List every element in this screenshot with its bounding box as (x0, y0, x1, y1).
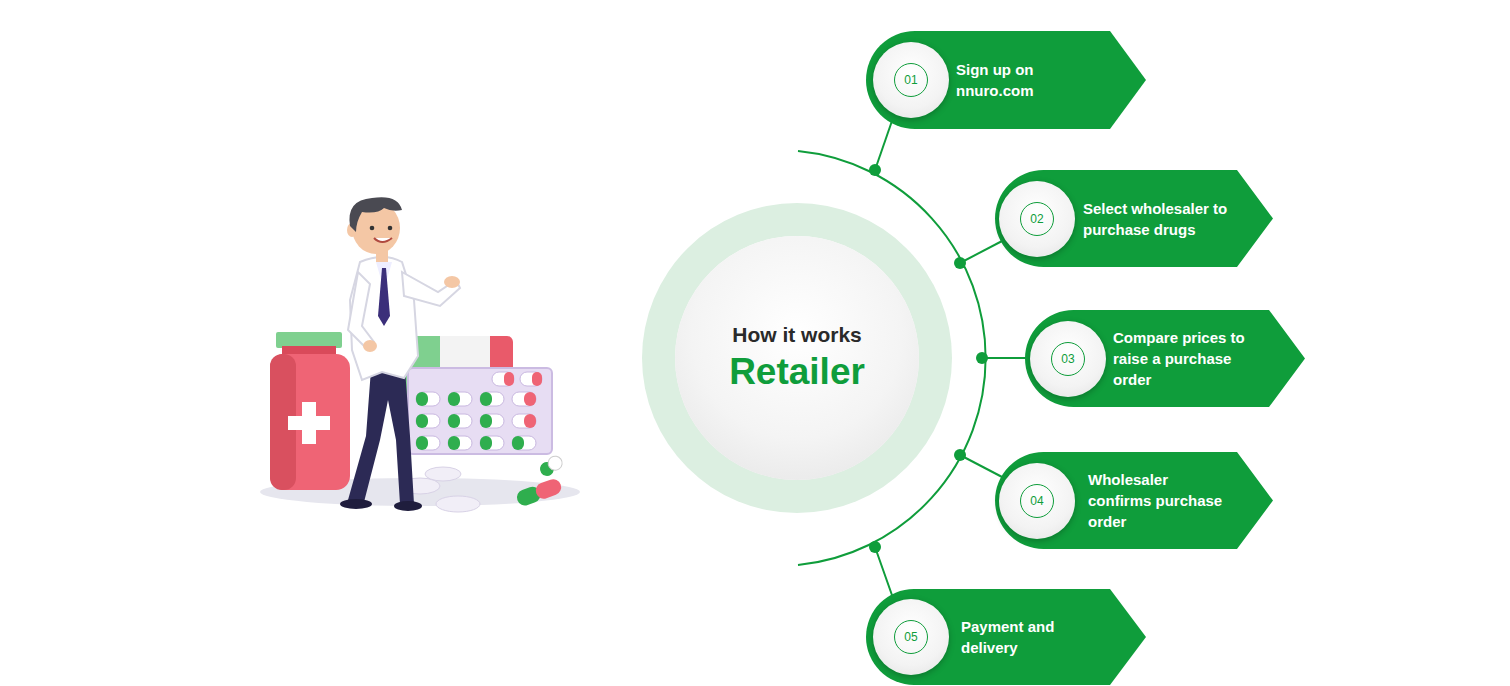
step-fill (1025, 310, 1305, 407)
pill (425, 467, 461, 481)
number-circle: 03 (1030, 321, 1106, 397)
pharmacist (340, 197, 460, 511)
number-circle: 04 (999, 463, 1075, 539)
step-text: Wholesaler confirms purchase order (1088, 469, 1231, 532)
capsule (537, 453, 565, 478)
callout-number: 04 (1030, 494, 1043, 508)
step-arrow: Compare prices to raise a purchase order… (1025, 310, 1305, 407)
blister-cells (416, 372, 542, 450)
step-fill (995, 452, 1273, 549)
step-text: Sign up on nnuro.com (956, 59, 1104, 101)
step-arrow: Payment and delivery 05 (866, 589, 1146, 685)
number-ring: 03 (1051, 342, 1085, 376)
number-ring: 02 (1020, 202, 1054, 236)
bottle (270, 354, 350, 490)
step-text: Payment and delivery (961, 616, 1104, 658)
callout-number: 01 (904, 73, 917, 87)
number-ring: 04 (1020, 484, 1054, 518)
step-text: Select wholesaler to purchase drugs (1083, 198, 1231, 240)
blister-pack (408, 368, 552, 454)
step-fill (866, 589, 1146, 685)
number-circle: 05 (873, 599, 949, 675)
step-arrow: Sign up on nnuro.com 01 (866, 31, 1146, 129)
subtitle-text: How it works (732, 323, 862, 347)
number-circle: 01 (873, 42, 949, 118)
step-fill (995, 170, 1273, 267)
step-fill (866, 31, 1146, 129)
step-text: Compare prices to raise a purchase order (1113, 327, 1263, 390)
capsule (515, 477, 564, 508)
number-circle: 02 (999, 181, 1075, 257)
bottle-cap (276, 332, 342, 348)
number-ring: 01 (894, 63, 928, 97)
center-circle: How it worksRetailer (675, 236, 919, 480)
pill (436, 496, 480, 512)
callout-number: 03 (1061, 352, 1074, 366)
step-arrow: Select wholesaler to purchase drugs 02 (995, 170, 1273, 267)
number-ring: 05 (894, 620, 928, 654)
callout-number: 05 (904, 630, 917, 644)
cross (288, 416, 330, 430)
callout-number: 02 (1030, 212, 1043, 226)
step-arrow: Wholesaler confirms purchase order 04 (995, 452, 1273, 549)
capsules (416, 372, 542, 450)
title-text: Retailer (729, 351, 865, 393)
